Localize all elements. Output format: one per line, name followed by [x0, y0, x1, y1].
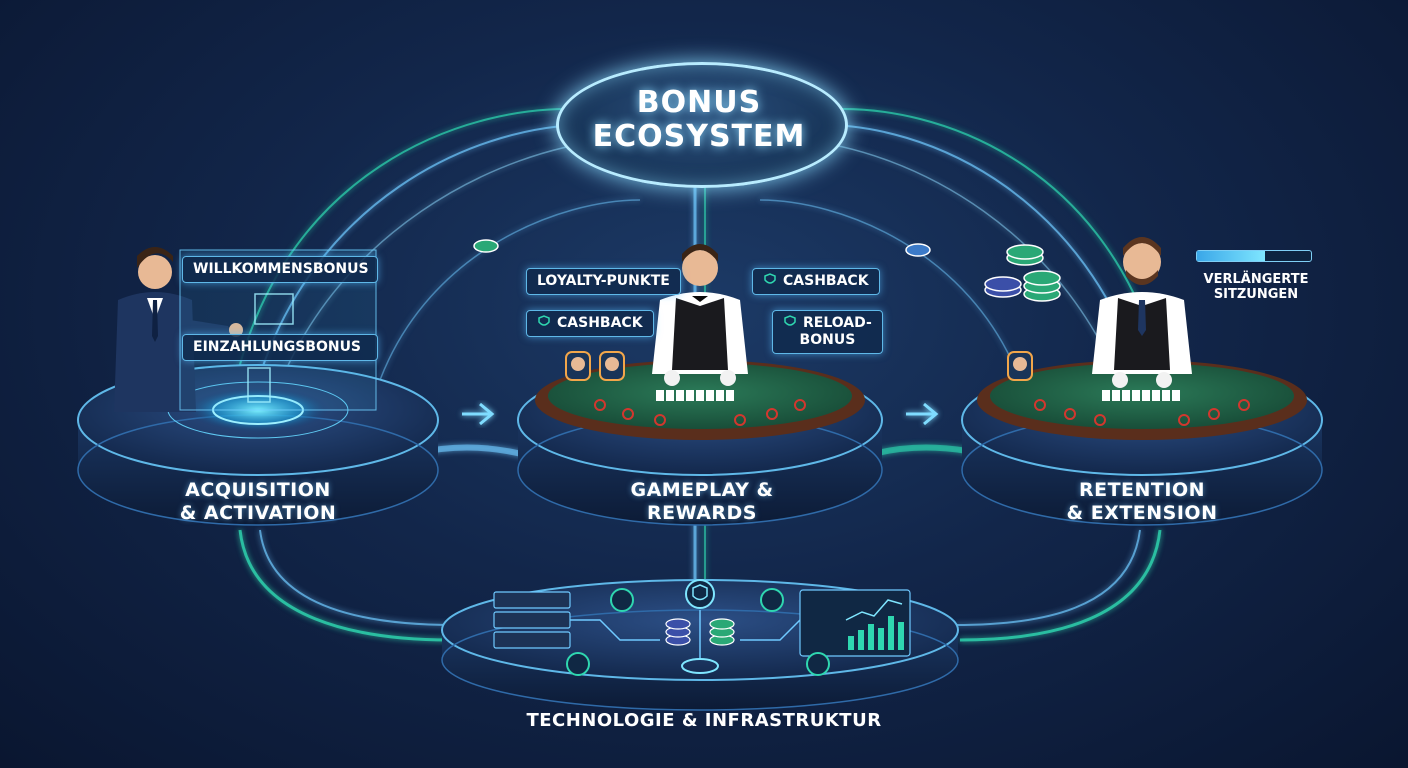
tag-cashback-left: CASHBACK	[526, 310, 654, 337]
tag-label: CASHBACK	[783, 273, 869, 289]
stage-line-2: & ACTIVATION	[179, 502, 337, 524]
shield-icon	[764, 273, 776, 284]
stage-line-1: ACQUISITION	[185, 479, 331, 501]
sessions-line-1: VERLÄNGERTE	[1203, 272, 1309, 287]
server-rack-icon	[493, 591, 571, 649]
tag-label: WILLKOMMENSBONUS	[193, 261, 369, 277]
tag-reload-bonus: RELOAD- BONUS	[772, 310, 883, 354]
progress-fill	[1197, 251, 1266, 261]
diagram-title: BONUS ECOSYSTEM	[556, 86, 842, 154]
player-avatar-icon	[565, 351, 1033, 381]
dealer-figure-retention	[1092, 237, 1192, 388]
tag-label: BONUS	[799, 332, 856, 348]
infrastructure-label: TECHNOLOGIE & INFRASTRUKTUR	[526, 710, 882, 731]
sessions-line-2: SITZUNGEN	[1213, 287, 1299, 302]
stage-label-retention: RETENTION & EXTENSION	[1012, 479, 1272, 525]
platform-infrastructure	[441, 579, 959, 711]
lock-icon	[566, 588, 830, 676]
session-progress-bar	[1196, 250, 1312, 262]
shield-icon	[538, 315, 550, 326]
tag-cashback-right: CASHBACK	[752, 268, 880, 295]
tag-label: RELOAD-	[803, 315, 872, 331]
shield-icon	[784, 315, 796, 326]
blackjack-table-retention	[977, 360, 1307, 440]
stage-line-2: & EXTENSION	[1066, 502, 1218, 524]
tag-label: LOYALTY-PUNKTE	[537, 273, 670, 289]
stage-line-1: RETENTION	[1078, 479, 1206, 501]
tag-label: EINZAHLUNGSBONUS	[193, 339, 362, 355]
title-line-2: ECOSYSTEM	[592, 119, 806, 154]
stage-line-2: REWARDS	[646, 502, 757, 524]
stage-line-1: GAMEPLAY &	[630, 479, 774, 501]
host-figure	[114, 247, 243, 412]
title-line-1: BONUS	[636, 85, 762, 120]
title-oval	[556, 62, 848, 188]
tag-loyalty-points: LOYALTY-PUNKTE	[526, 268, 681, 295]
tag-deposit-bonus: EINZAHLUNGSBONUS	[182, 334, 378, 361]
chip-stack-icon	[665, 618, 735, 646]
stage-label-gameplay: GAMEPLAY & REWARDS	[572, 479, 832, 525]
extended-sessions-label: VERLÄNGERTE SITZUNGEN	[1196, 272, 1316, 302]
stage-label-acquisition: ACQUISITION & ACTIVATION	[128, 479, 388, 525]
arrow-icon	[462, 402, 939, 426]
tag-welcome-bonus: WILLKOMMENSBONUS	[182, 256, 378, 283]
analytics-dashboard-icon	[799, 589, 911, 657]
dealer-figure-gameplay	[652, 244, 748, 386]
tag-label: CASHBACK	[557, 315, 643, 331]
shield-icon	[685, 579, 715, 609]
chip-stack-icon	[473, 239, 1061, 302]
